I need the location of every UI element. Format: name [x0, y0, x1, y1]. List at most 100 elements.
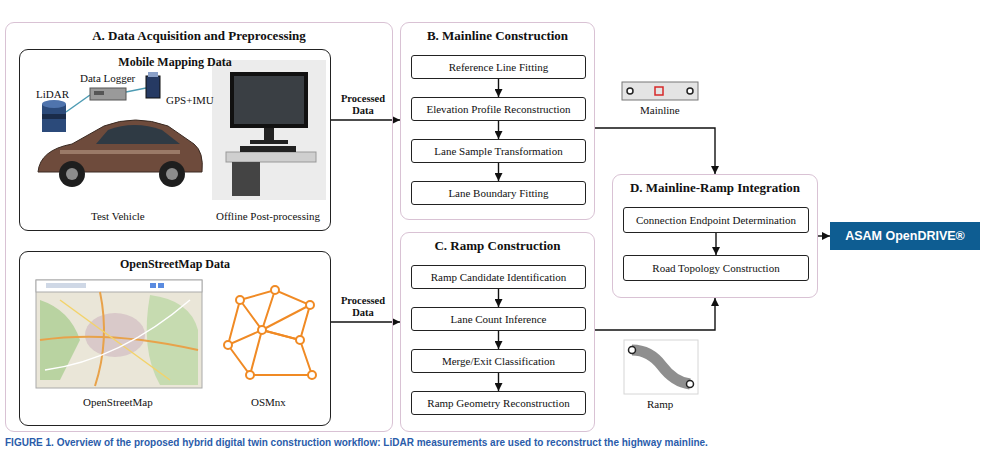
connector-arrow	[818, 235, 830, 236]
panel-frame: C. Ramp ConstructionRamp Candidate Ident…	[400, 232, 595, 432]
box-text: Connection Endpoint Determination	[636, 214, 796, 227]
figure-label: Offline Post-processing	[216, 210, 320, 222]
figure-label: GPS+IMU	[166, 94, 214, 106]
map-screenshot	[36, 280, 202, 388]
map-road	[60, 300, 170, 380]
process-box: Elevation Profile Reconstruction	[411, 97, 586, 121]
figure-label: OSMnx	[251, 396, 286, 408]
ramp-icon-frame	[624, 340, 698, 394]
figure-label: Data Logger	[80, 72, 135, 84]
box-text: Merge/Exit Classification	[442, 355, 555, 368]
process-box: Reference Line Fitting	[411, 55, 586, 79]
box-text: Lane Boundary Fitting	[448, 187, 548, 200]
logger-port	[94, 91, 104, 95]
sensor-wire	[126, 88, 146, 92]
box-text: Ramp Geometry Reconstruction	[427, 397, 569, 410]
box-text: Reference Line Fitting	[449, 61, 549, 74]
vehicle-stripe	[60, 150, 180, 154]
lidar-sensor	[42, 104, 66, 132]
figure-caption: FIGURE 1. Overview of the proposed hybri…	[5, 437, 708, 448]
vehicle-wheel	[59, 161, 85, 187]
process-box: Lane Sample Transformation	[411, 139, 586, 163]
box-heading: OpenStreetMap Data	[20, 252, 330, 272]
ramp-endpoint	[687, 381, 694, 388]
map-button	[150, 283, 156, 288]
graph-edges	[228, 290, 312, 375]
monitor-stand	[264, 128, 274, 140]
vehicle-window	[96, 125, 180, 144]
photo-background	[212, 60, 326, 200]
output-box: ASAM OpenDRIVE®	[830, 222, 980, 250]
map-header	[36, 280, 202, 292]
keyboard	[240, 146, 296, 152]
process-box: Merge/Exit Classification	[411, 349, 586, 373]
connector-arrow	[595, 128, 715, 174]
process-box: Lane Boundary Fitting	[411, 181, 586, 205]
map-urban	[85, 313, 145, 357]
box-heading: C. Ramp Construction	[401, 233, 594, 254]
box-heading: A. Data Acquisition and Preprocessing	[6, 23, 392, 44]
panel-frame: D. Mainline-Ramp IntegrationConnection E…	[612, 174, 818, 298]
desk	[226, 152, 316, 162]
mainline-endpoint	[687, 88, 693, 94]
figure-label: Test Vehicle	[91, 210, 145, 222]
graph-nodes	[224, 286, 316, 379]
edge-label: Processed Data	[336, 93, 390, 117]
data-logger	[90, 88, 126, 100]
connector-arrow	[595, 298, 715, 330]
ramp-endpoint	[629, 347, 636, 354]
box-text: Lane Sample Transformation	[434, 145, 562, 158]
connector-arrow	[331, 119, 400, 120]
connector-arrow	[498, 373, 499, 391]
monitor-screen	[234, 76, 304, 124]
lidar-top	[42, 100, 66, 108]
monitor	[230, 72, 308, 128]
source-box: Mobile Mapping Data	[19, 49, 331, 231]
connector-arrow	[498, 331, 499, 349]
lidar-band	[42, 114, 66, 119]
wheel-rim	[66, 168, 78, 180]
map-button	[158, 283, 164, 288]
connector-arrow	[498, 79, 499, 97]
pc-tower	[232, 162, 260, 196]
box-text: Lane Count Inference	[451, 313, 547, 326]
box-text: ASAM OpenDRIVE®	[845, 229, 965, 243]
panel-frame: B. Mainline ConstructionReference Line F…	[400, 22, 595, 220]
process-box: Connection Endpoint Determination	[623, 207, 809, 233]
gps-antenna	[148, 72, 158, 77]
figure-label: Mainline	[640, 104, 680, 116]
connector-arrow	[498, 289, 499, 307]
vehicle-wheel	[159, 161, 185, 187]
process-box: Ramp Geometry Reconstruction	[411, 391, 586, 415]
ramp-icon	[632, 350, 690, 384]
figure-label: Ramp	[647, 398, 673, 410]
gps-imu-unit	[146, 76, 160, 98]
process-box: Ramp Candidate Identification	[411, 265, 586, 289]
wheel-rim	[166, 168, 178, 180]
process-box: Road Topology Construction	[623, 255, 809, 281]
box-heading: D. Mainline-Ramp Integration	[613, 175, 817, 196]
sensor-wire	[66, 95, 90, 112]
panel-frame: A. Data Acquisition and PreprocessingMob…	[5, 22, 393, 432]
box-heading: B. Mainline Construction	[401, 23, 594, 44]
figure-label: LiDAR	[36, 88, 69, 100]
edge-label: Processed Data	[336, 295, 390, 319]
connector-arrow	[498, 121, 499, 139]
map-road	[45, 300, 190, 370]
map-green	[147, 295, 198, 385]
box-text: Ramp Candidate Identification	[431, 271, 567, 284]
mainline-endpoint	[627, 88, 633, 94]
box-text: Road Topology Construction	[652, 262, 779, 275]
mainline-marker	[655, 87, 663, 95]
mainline-icon	[622, 82, 698, 100]
monitor-base	[250, 140, 288, 144]
map-road	[95, 292, 104, 386]
connector-arrow	[498, 163, 499, 181]
box-heading: Mobile Mapping Data	[20, 50, 330, 70]
connector-arrow	[715, 233, 716, 255]
process-box: Lane Count Inference	[411, 307, 586, 331]
figure-label: OpenStreetMap	[83, 396, 153, 408]
connector-arrow	[331, 321, 400, 322]
box-text: Elevation Profile Reconstruction	[426, 103, 570, 116]
